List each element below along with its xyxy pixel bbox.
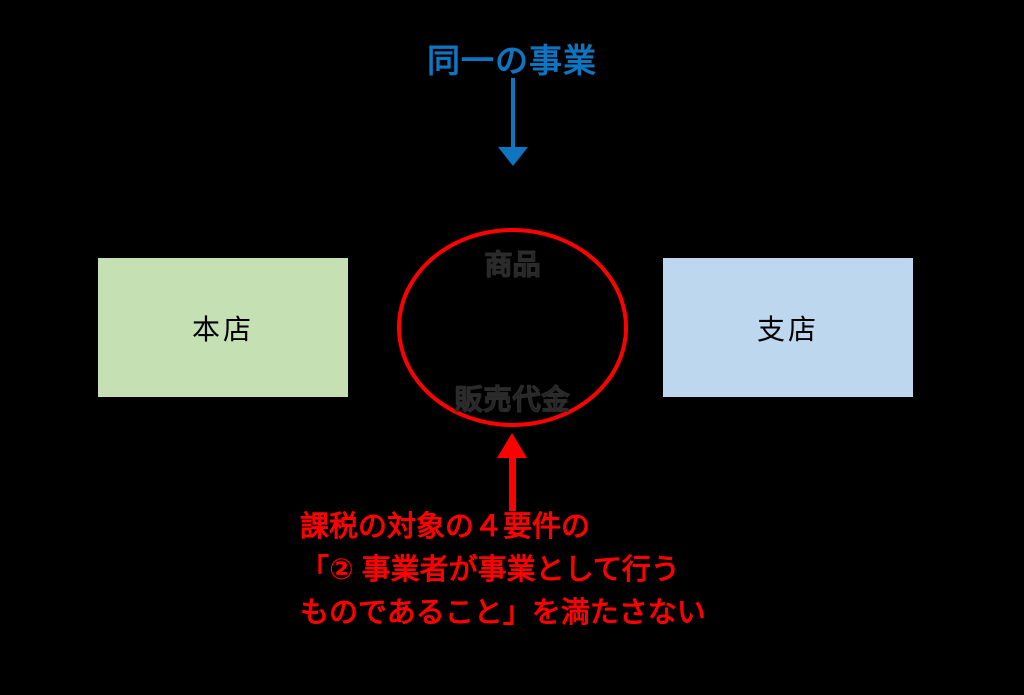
circle-top-label: 商品	[484, 249, 541, 281]
annotation-line-1: 課税の対象の４要件の	[300, 511, 591, 543]
arrow-down-shaft	[511, 78, 515, 148]
branch-label: 支店	[756, 313, 819, 345]
head-office-label: 本店	[191, 313, 254, 345]
red-ellipse	[397, 228, 628, 427]
head-office-box: 本店	[98, 258, 348, 397]
annotation-line-3: ものであること」を満たさない	[300, 597, 706, 629]
arrow-up-head	[497, 433, 527, 458]
arrow-up-shaft	[509, 456, 516, 511]
arrow-down-head	[498, 147, 528, 166]
annotation-line-2: 「② 事業者が事業として行う	[300, 554, 680, 586]
circle-bottom-label: 販売代金	[454, 384, 571, 416]
diagram-title: 同一の事業	[427, 42, 597, 79]
branch-box: 支店	[663, 258, 913, 397]
annotation-text: 課税の対象の４要件の 「② 事業者が事業として行う ものであること」を満たさない	[300, 506, 706, 635]
